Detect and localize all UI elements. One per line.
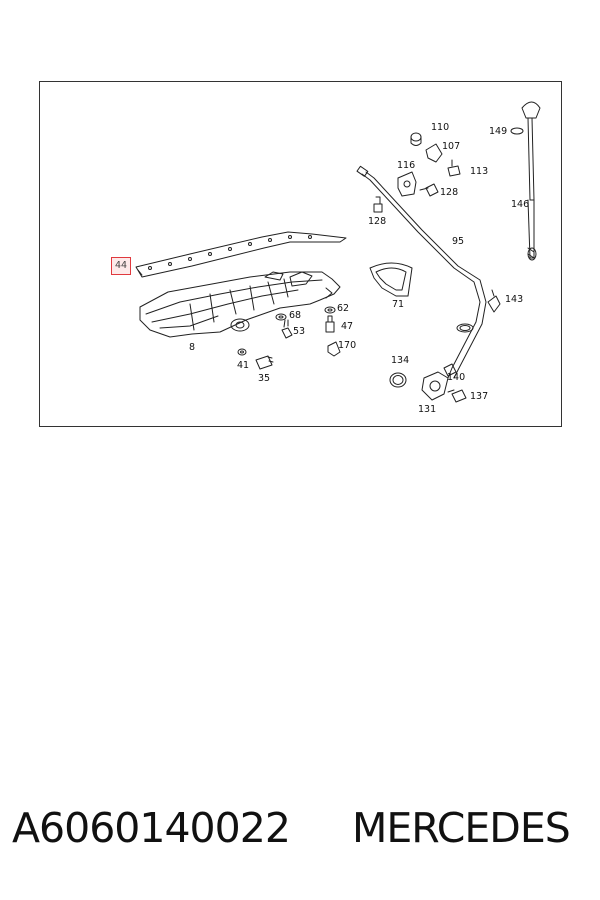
bolt-47 (325, 315, 335, 333)
oil-pan (139, 271, 341, 338)
dipstick-146 (521, 101, 541, 261)
callout-143[interactable]: 143 (505, 294, 524, 305)
callout-128[interactable]: 128 (440, 187, 459, 198)
grommet-110 (410, 132, 422, 146)
plug-143 (487, 289, 501, 313)
washer-68 (275, 313, 287, 321)
bolt-128b (419, 183, 439, 197)
callout-8[interactable]: 8 (189, 342, 196, 353)
washer-41 (237, 348, 247, 356)
callout-128[interactable]: 128 (368, 216, 387, 227)
callout-146[interactable]: 146 (511, 199, 530, 210)
sensor-170 (327, 341, 341, 357)
housing-131 (421, 371, 449, 401)
callout-41[interactable]: 41 (237, 360, 250, 371)
bracket-116 (397, 171, 417, 197)
part-number: A6060140022 (12, 804, 291, 852)
callout-170[interactable]: 170 (338, 340, 357, 351)
clip-140 (443, 363, 457, 377)
bolt-128a (373, 196, 383, 213)
parts-drawing (135, 101, 541, 403)
callout-149[interactable]: 149 (489, 126, 508, 137)
callout-116[interactable]: 116 (397, 160, 416, 171)
clip-107 (425, 143, 443, 163)
parts-diagram: 44 8 41 35 68 53 62 47 170 71 95 128 116… (39, 81, 562, 427)
callout-137[interactable]: 137 (470, 391, 489, 402)
callout-53[interactable]: 53 (293, 326, 306, 337)
callout-47[interactable]: 47 (341, 321, 354, 332)
callout-140[interactable]: 140 (447, 372, 466, 383)
o-ring-149 (510, 127, 524, 135)
dipstick-guide-tube-95 (356, 165, 487, 379)
callout-44[interactable]: 44 (111, 257, 132, 275)
bolt-113 (447, 159, 461, 177)
callout-113[interactable]: 113 (470, 166, 489, 177)
callout-71[interactable]: 71 (392, 299, 405, 310)
callout-68[interactable]: 68 (289, 310, 302, 321)
callout-131[interactable]: 131 (418, 404, 437, 415)
callout-35[interactable]: 35 (258, 373, 271, 384)
oil-pan-gasket (135, 231, 347, 278)
callout-62[interactable]: 62 (337, 303, 350, 314)
product-caption: A6060140022 MERCEDES (12, 804, 592, 864)
bolt-137 (447, 389, 467, 403)
callout-107[interactable]: 107 (442, 141, 461, 152)
washer-62 (324, 306, 336, 314)
callout-110[interactable]: 110 (431, 122, 450, 133)
callout-134[interactable]: 134 (391, 355, 410, 366)
brand-name: MERCEDES (352, 804, 571, 852)
callout-95[interactable]: 95 (452, 236, 465, 247)
o-ring-134 (389, 372, 407, 388)
seal-71 (369, 262, 413, 297)
bolt-53 (281, 319, 293, 339)
plug-35 (255, 355, 274, 370)
